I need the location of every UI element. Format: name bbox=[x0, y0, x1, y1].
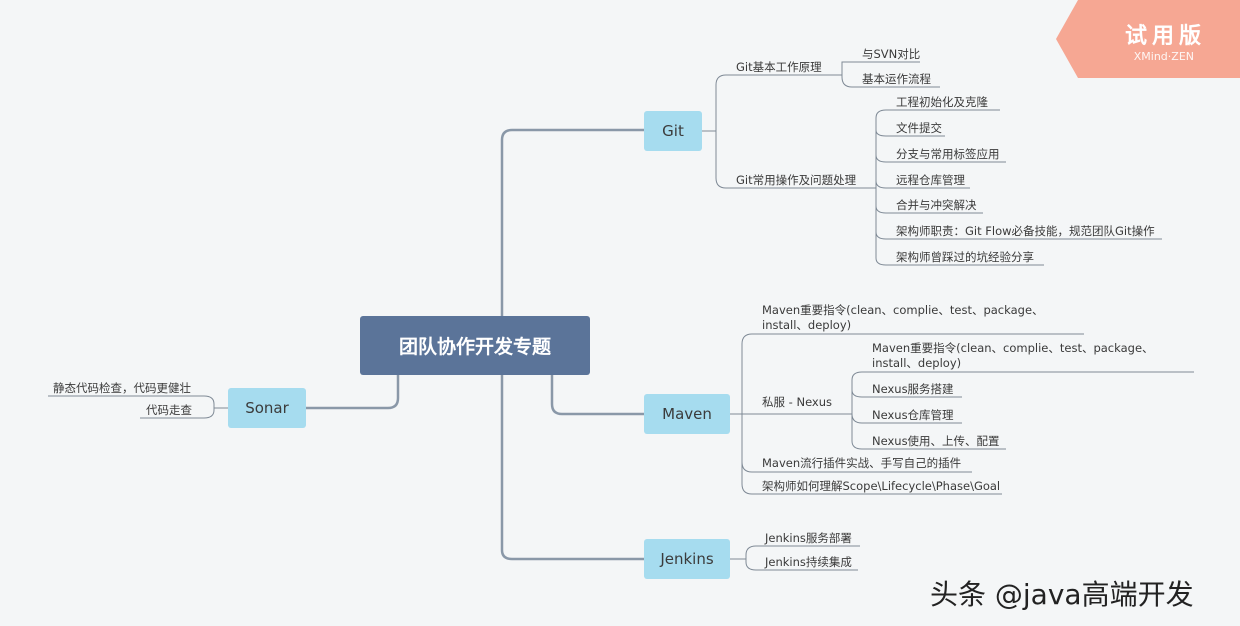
git-leaf[interactable]: 分支与常用标签应用 bbox=[896, 147, 1000, 161]
git-leaf[interactable]: 架构师曾踩过的坑经验分享 bbox=[896, 250, 1034, 264]
root-topic-label: 团队协作开发专题 bbox=[398, 336, 551, 358]
git-subtopic[interactable]: Git基本工作原理 bbox=[736, 60, 822, 74]
topic-git-label: Git bbox=[662, 122, 684, 140]
git-leaf[interactable]: 工程初始化及克隆 bbox=[896, 95, 988, 109]
maven-subtopic[interactable]: Maven重要指令(clean、complie、test、package、ins… bbox=[762, 303, 1044, 332]
root-topic[interactable]: 团队协作开发专题 bbox=[360, 316, 590, 375]
nexus-leaf[interactable]: Nexus使用、上传、配置 bbox=[872, 434, 1000, 448]
topic-maven[interactable]: Maven bbox=[644, 394, 730, 434]
maven-subtopic[interactable]: 私服 - Nexus bbox=[762, 395, 833, 409]
nexus-leaf[interactable]: Nexus仓库管理 bbox=[872, 408, 954, 422]
nexus-leaf[interactable]: Maven重要指令(clean、complie、test、package、ins… bbox=[872, 341, 1154, 370]
topic-jenkins[interactable]: Jenkins bbox=[644, 539, 730, 579]
git-leaf[interactable]: 架构师职责：Git Flow必备技能，规范团队Git操作 bbox=[896, 224, 1155, 238]
git-leaf[interactable]: 基本运作流程 bbox=[862, 72, 931, 86]
nexus-leaf[interactable]: Nexus服务搭建 bbox=[872, 382, 954, 396]
sonar-subtopic[interactable]: 静态代码检查，代码更健壮 bbox=[53, 381, 191, 395]
git-leaf[interactable]: 与SVN对比 bbox=[862, 47, 921, 61]
topic-jenkins-label: Jenkins bbox=[660, 550, 714, 568]
git-leaf[interactable]: 远程仓库管理 bbox=[896, 173, 965, 187]
jenkins-subtopic[interactable]: Jenkins持续集成 bbox=[765, 555, 852, 569]
topic-sonar[interactable]: Sonar bbox=[228, 388, 306, 428]
trial-badge-title: 试用版 bbox=[1124, 24, 1206, 49]
trial-badge bbox=[1056, 0, 1240, 78]
topic-maven-label: Maven bbox=[662, 405, 712, 423]
jenkins-subtopic[interactable]: Jenkins服务部署 bbox=[765, 531, 852, 545]
topic-git[interactable]: Git bbox=[644, 111, 702, 151]
git-subtopic[interactable]: Git常用操作及问题处理 bbox=[736, 173, 857, 187]
topic-sonar-label: Sonar bbox=[245, 399, 289, 417]
watermark: 头条 @java高端开发 bbox=[930, 578, 1194, 611]
git-leaf[interactable]: 合并与冲突解决 bbox=[896, 198, 977, 212]
trial-badge-subtitle: XMind·ZEN bbox=[1133, 50, 1194, 63]
maven-subtopic[interactable]: 架构师如何理解Scope\Lifecycle\Phase\Goal bbox=[762, 479, 1001, 493]
maven-subtopic[interactable]: Maven流行插件实战、手写自己的插件 bbox=[762, 456, 962, 470]
sonar-subtopic[interactable]: 代码走查 bbox=[146, 403, 192, 417]
git-leaf[interactable]: 文件提交 bbox=[896, 121, 942, 135]
